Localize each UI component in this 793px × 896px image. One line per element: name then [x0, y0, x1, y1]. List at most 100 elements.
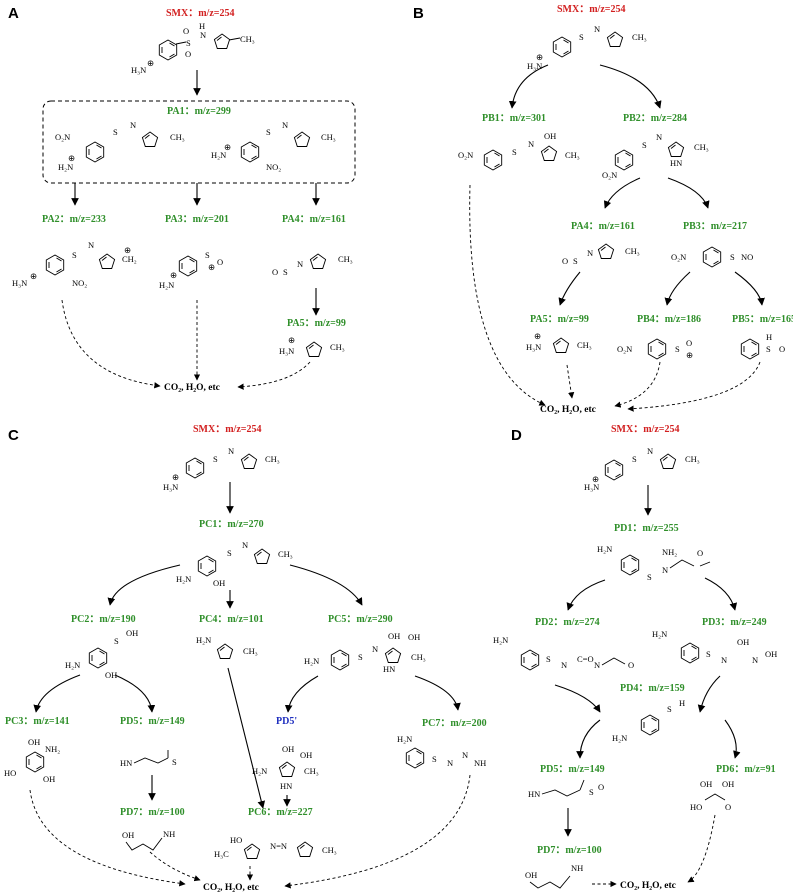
- svg-text:N: N: [656, 132, 662, 142]
- svg-text:H₂N: H₂N: [597, 544, 612, 554]
- panel-d: D SMX：m/z=254 H₃N ⊕ S N CH₃ PD1：m/z=255 …: [493, 424, 777, 891]
- svg-text:⊕: ⊕: [147, 58, 154, 68]
- panel-b-pa5-structure: H₃N ⊕ CH₃: [526, 331, 592, 353]
- svg-text:N: N: [752, 655, 758, 665]
- svg-text:N: N: [228, 446, 234, 456]
- panel-c-pc2-structure: H₂N OH S OH: [65, 628, 138, 680]
- svg-text:H₂N: H₂N: [196, 635, 211, 645]
- panel-c-parent-label: SMX：m/z=254: [193, 424, 261, 435]
- svg-text:HO: HO: [230, 835, 242, 845]
- svg-text:CH₃: CH₃: [240, 34, 255, 44]
- panel-c-pc1-structure: H₂N OH S N CH₃: [176, 540, 293, 588]
- svg-text:H₂N: H₂N: [304, 656, 319, 666]
- panel-b-label-pb5: PB5：m/z=165: [732, 314, 793, 325]
- svg-text:S: S: [632, 454, 637, 464]
- panel-a-pa1-isomer-2: H₂N ⊕ NO₂ S N CH₃: [211, 120, 336, 172]
- svg-text:CH₃: CH₃: [304, 766, 319, 776]
- arrow-b-pb3-pb5: [734, 271, 765, 306]
- svg-text:N: N: [587, 248, 593, 258]
- svg-text:S: S: [172, 757, 177, 767]
- svg-text:S: S: [647, 572, 652, 582]
- panel-a-parent-label: SMX：m/z=254: [166, 8, 234, 19]
- svg-text:O: O: [272, 267, 278, 277]
- svg-text:CH₃: CH₃: [170, 132, 185, 142]
- panel-a-pa2-structure: H₃N ⊕ S NO₂ N CH₂ ⊕: [12, 240, 137, 288]
- panel-c-label-pd7: PD7：m/z=100: [120, 807, 185, 818]
- svg-text:⊕: ⊕: [592, 474, 599, 484]
- svg-text:N: N: [372, 644, 378, 654]
- panel-a-label-pa2: PA2：m/z=233: [42, 214, 106, 225]
- arrow-d-pd2-pd4: [554, 684, 601, 713]
- panel-d-pd6-structure: OH OH HO O: [690, 779, 734, 812]
- svg-text:OH: OH: [213, 578, 225, 588]
- svg-text:H₃N: H₃N: [131, 65, 146, 75]
- svg-text:NH: NH: [474, 758, 486, 768]
- svg-text:H₂N: H₂N: [65, 660, 80, 670]
- svg-text:CH₃: CH₃: [243, 646, 258, 656]
- svg-text:⊕: ⊕: [686, 350, 693, 360]
- svg-text:H₂N: H₂N: [612, 733, 627, 743]
- svg-text:N: N: [447, 758, 453, 768]
- arrow-b-pb2-pa4: [603, 177, 641, 209]
- panel-a-pa1-group-box: [42, 100, 356, 184]
- svg-text:H: H: [199, 21, 205, 31]
- panel-d-pd2-structure: H₂N S N C=O N O: [493, 635, 634, 671]
- panel-b-end-products: CO₂, H₂O, etc: [540, 405, 596, 415]
- svg-text:O: O: [598, 782, 604, 792]
- svg-text:S: S: [730, 252, 735, 262]
- svg-text:CH₂: CH₂: [122, 254, 137, 264]
- panel-d-label-pd5: PD5：m/z=149: [540, 764, 605, 775]
- svg-text:O: O: [725, 802, 731, 812]
- svg-text:OH: OH: [122, 830, 134, 840]
- panel-c-pc7-structure: H₂N S N N NH: [397, 734, 486, 769]
- svg-text:N: N: [647, 446, 653, 456]
- svg-text:CH₃: CH₃: [694, 142, 709, 152]
- svg-text:N: N: [721, 655, 727, 665]
- svg-text:CH₃: CH₃: [411, 652, 426, 662]
- svg-text:N: N: [297, 259, 303, 269]
- svg-text:OH: OH: [388, 631, 400, 641]
- svg-text:S: S: [579, 32, 584, 42]
- svg-text:N=N: N=N: [270, 841, 287, 851]
- svg-text:S: S: [642, 140, 647, 150]
- svg-text:H₃N: H₃N: [584, 482, 599, 492]
- panel-c-label-pc4: PC4：m/z=101: [199, 614, 264, 625]
- panel-b-label-pa4: PA4：m/z=161: [571, 221, 635, 232]
- svg-text:⊕: ⊕: [536, 52, 543, 62]
- arrow-c-pc4-pc6: [227, 667, 266, 809]
- panel-b-parent-label: SMX：m/z=254: [557, 4, 625, 15]
- arrow-d-pd3-pd4: [697, 675, 721, 713]
- svg-text:OH: OH: [300, 750, 312, 760]
- svg-text:OH: OH: [737, 637, 749, 647]
- svg-text:CH₃: CH₃: [338, 254, 353, 264]
- panel-a-smx-structure: H₃N ⊕ S O O N H CH₃: [131, 21, 255, 75]
- panel-a-end-products: CO₂, H₂O, etc: [164, 383, 220, 393]
- svg-text:H₂N: H₂N: [176, 574, 191, 584]
- svg-text:S: S: [213, 454, 218, 464]
- svg-text:HO: HO: [690, 802, 702, 812]
- panel-b-pb2-structure: O₂N S N HN CH₃: [602, 132, 709, 180]
- panel-c-label-pc6: PC6：m/z=227: [248, 807, 313, 818]
- panel-c: C SMX：m/z=254 H₃N ⊕ S N CH₃ PC1：m/z=270 …: [4, 424, 487, 893]
- panel-label-b: B: [413, 5, 424, 22]
- svg-text:O: O: [779, 344, 785, 354]
- arrow-c-pc5-pc7: [414, 675, 461, 711]
- arrow-c-pc1-pc2: [107, 564, 181, 606]
- svg-text:CH₃: CH₃: [265, 454, 280, 464]
- panel-b-smx-structure: H₃N ⊕ S N CH₃: [527, 24, 647, 71]
- svg-text:OH: OH: [105, 670, 117, 680]
- svg-text:S: S: [186, 38, 191, 48]
- panel-c-label-pd5: PD5：m/z=149: [120, 716, 185, 727]
- arrow-d-pd1-pd3: [704, 577, 738, 611]
- svg-text:H₃C: H₃C: [214, 849, 229, 859]
- svg-text:CH₃: CH₃: [632, 32, 647, 42]
- svg-text:N: N: [200, 30, 206, 40]
- svg-text:H: H: [766, 332, 772, 342]
- svg-text:S: S: [573, 256, 578, 266]
- panel-d-label-pd6: PD6：m/z=91: [716, 764, 776, 775]
- panel-b-label-pb2: PB2：m/z=284: [623, 113, 687, 124]
- svg-text:CH₃: CH₃: [278, 549, 293, 559]
- panel-a-pa3-structure: H₂N ⊕ S O ⊕: [159, 250, 223, 290]
- arrow-c-pc2-pd5: [114, 674, 156, 713]
- panel-b-label-pb3: PB3：m/z=217: [683, 221, 747, 232]
